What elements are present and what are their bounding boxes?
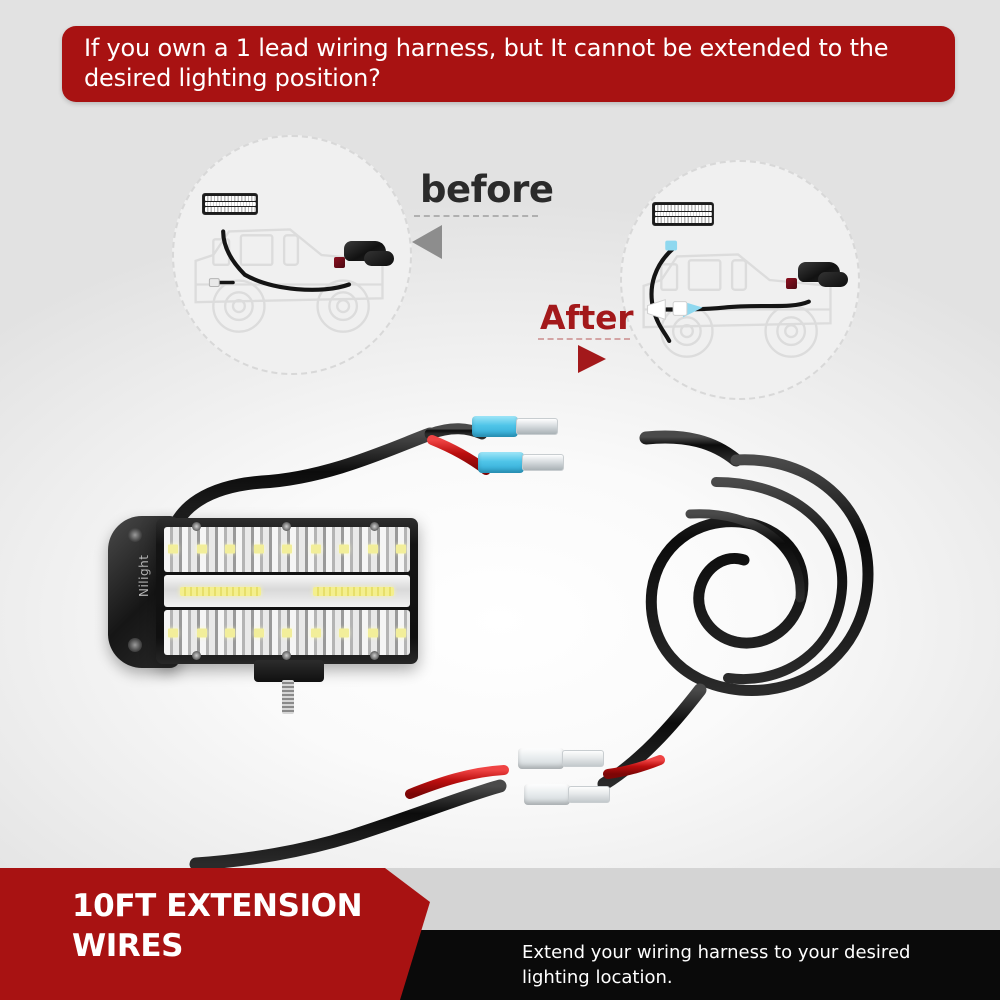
housing-screw-bm <box>282 651 291 660</box>
product-hero: Nilight <box>0 390 1000 870</box>
led-flood-strip-right <box>312 586 394 596</box>
jeep-outline-before <box>194 228 384 333</box>
header-question-text: If you own a 1 lead wiring harness, but … <box>84 34 889 92</box>
brand-label: Nilight <box>137 554 151 597</box>
led-row-top <box>164 527 410 572</box>
footer-title: 10FT EXTENSION WIRES <box>72 888 363 964</box>
arrow-left-icon <box>412 225 442 259</box>
mini-light-bar-after <box>652 202 714 226</box>
housing-screw-bl <box>192 651 201 660</box>
light-bar-housing <box>156 518 418 664</box>
wire-routing <box>163 423 874 870</box>
after-scene-circle <box>620 160 860 400</box>
before-label: before <box>420 168 554 211</box>
harness-bundle-after <box>786 260 848 300</box>
bracket-bolt-top <box>128 528 142 542</box>
mount-foot <box>254 660 324 682</box>
header-question-banner: If you own a 1 lead wiring harness, but … <box>62 26 955 102</box>
housing-screw-tr <box>370 522 379 531</box>
mini-light-bar-before <box>202 193 258 215</box>
footer-red-panel <box>0 868 430 1000</box>
arrow-right-icon <box>578 345 606 373</box>
harness-bundle-before <box>334 239 394 279</box>
footer-banner: 10FT EXTENSION WIRES Extend your wiring … <box>0 868 1000 1000</box>
housing-screw-br <box>370 651 379 660</box>
led-flood-strip-left <box>180 586 262 596</box>
led-row-bottom <box>164 610 410 656</box>
led-row-middle <box>164 574 410 608</box>
housing-screw-tl <box>192 522 201 531</box>
led-light-bar: Nilight <box>108 510 426 714</box>
before-scene-circle <box>172 135 412 375</box>
mount-stud <box>282 680 294 714</box>
housing-screw-tm <box>282 522 291 531</box>
bracket-bolt-bottom <box>128 638 142 652</box>
jeep-outline-after <box>642 240 832 358</box>
footer-description: Extend your wiring harness to your desir… <box>522 942 911 988</box>
after-divider <box>538 338 630 340</box>
after-label: After <box>540 298 634 337</box>
before-divider <box>414 215 538 217</box>
